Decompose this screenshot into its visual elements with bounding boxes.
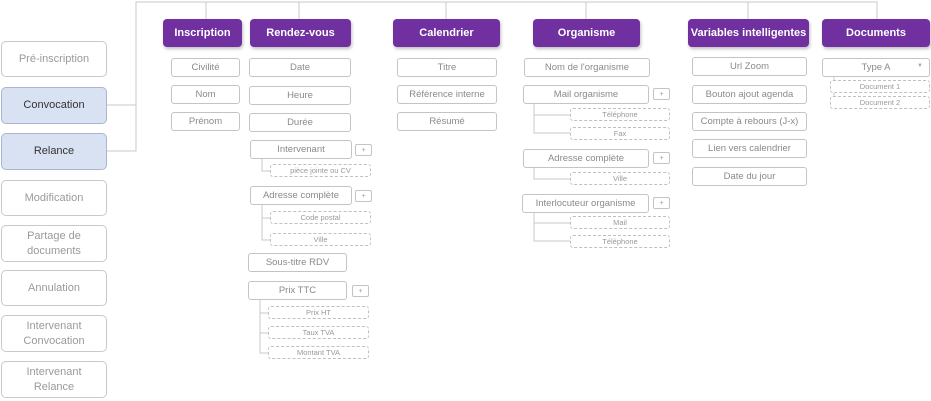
sub-montant-tva[interactable]: Montant TVA	[268, 346, 369, 359]
menu-item-annulation[interactable]: Annulation	[1, 270, 107, 306]
menu-item-convocation[interactable]: Convocation	[1, 87, 107, 124]
expand-adresse-organisme-button[interactable]: +	[653, 152, 670, 164]
header-variables-intelligentes[interactable]: Variables intelligentes	[688, 19, 809, 47]
expand-interlocuteur-button[interactable]: +	[653, 197, 670, 209]
field-nom[interactable]: Nom	[171, 85, 240, 104]
menu-item-modification[interactable]: Modification	[1, 180, 107, 216]
sub-fax[interactable]: Fax	[570, 127, 670, 140]
field-intervenant[interactable]: Intervenant	[250, 140, 352, 159]
header-organisme[interactable]: Organisme	[533, 19, 640, 47]
sub-ville-organisme[interactable]: Ville	[570, 172, 670, 185]
document-type-select[interactable]: Type A ▼	[822, 58, 930, 77]
sub-piece-jointe[interactable]: pièce jointe ou CV	[270, 164, 371, 177]
field-adresse-complete-organisme[interactable]: Adresse complète	[523, 149, 649, 168]
field-sous-titre-rdv[interactable]: Sous-titre RDV	[248, 253, 347, 272]
menu-item-intervenant-relance[interactable]: Intervenant Relance	[1, 361, 107, 398]
sub-document-1[interactable]: Document 1	[830, 80, 930, 93]
sub-mail-interlocuteur[interactable]: Mail	[570, 216, 670, 229]
field-civilite[interactable]: Civilité	[171, 58, 240, 77]
field-bouton-ajout-agenda[interactable]: Bouton ajout agenda	[692, 85, 807, 104]
expand-mail-organisme-button[interactable]: +	[653, 88, 670, 100]
header-calendrier[interactable]: Calendrier	[393, 19, 500, 47]
field-mail-organisme[interactable]: Mail organisme	[523, 85, 649, 104]
field-date[interactable]: Date	[249, 58, 351, 77]
sub-telephone-organisme[interactable]: Téléphone	[570, 108, 670, 121]
sub-prix-ht[interactable]: Prix HT	[268, 306, 369, 319]
expand-intervenant-button[interactable]: +	[355, 144, 372, 156]
field-adresse-complete-rdv[interactable]: Adresse complète	[250, 186, 352, 205]
field-date-du-jour[interactable]: Date du jour	[692, 167, 807, 186]
field-interlocuteur-organisme[interactable]: Interlocuteur organisme	[522, 194, 649, 213]
field-compte-a-rebours[interactable]: Compte à rebours (J-x)	[692, 112, 807, 131]
expand-prix-button[interactable]: +	[352, 285, 369, 297]
menu-item-relance[interactable]: Relance	[1, 133, 107, 170]
field-heure[interactable]: Heure	[249, 86, 351, 105]
field-duree[interactable]: Durée	[249, 113, 351, 132]
header-documents[interactable]: Documents	[822, 19, 930, 47]
field-prix-ttc[interactable]: Prix TTC	[248, 281, 347, 300]
header-rendez-vous[interactable]: Rendez-vous	[250, 19, 351, 47]
sub-ville-rdv[interactable]: Ville	[270, 233, 371, 246]
chevron-down-icon: ▼	[917, 63, 923, 69]
header-inscription[interactable]: Inscription	[163, 19, 242, 47]
field-prenom[interactable]: Prénom	[171, 112, 240, 131]
menu-item-intervenant-convocation[interactable]: Intervenant Convocation	[1, 315, 107, 352]
sub-code-postal[interactable]: Code postal	[270, 211, 371, 224]
sub-document-2[interactable]: Document 2	[830, 96, 930, 109]
field-reference-interne[interactable]: Référence interne	[397, 85, 497, 104]
field-titre[interactable]: Titre	[397, 58, 497, 77]
sub-taux-tva[interactable]: Taux TVA	[268, 326, 369, 339]
field-nom-organisme[interactable]: Nom de l'organisme	[524, 58, 650, 77]
field-lien-vers-calendrier[interactable]: Lien vers calendrier	[692, 139, 807, 158]
expand-adresse-rdv-button[interactable]: +	[355, 190, 372, 202]
field-resume[interactable]: Résumé	[397, 112, 497, 131]
field-url-zoom[interactable]: Url Zoom	[692, 57, 807, 76]
sub-telephone-interlocuteur[interactable]: Téléphone	[570, 235, 670, 248]
menu-item-pre-inscription[interactable]: Pré-inscription	[1, 41, 107, 77]
menu-item-partage-documents[interactable]: Partage de documents	[1, 225, 107, 262]
document-type-value: Type A	[861, 62, 891, 73]
